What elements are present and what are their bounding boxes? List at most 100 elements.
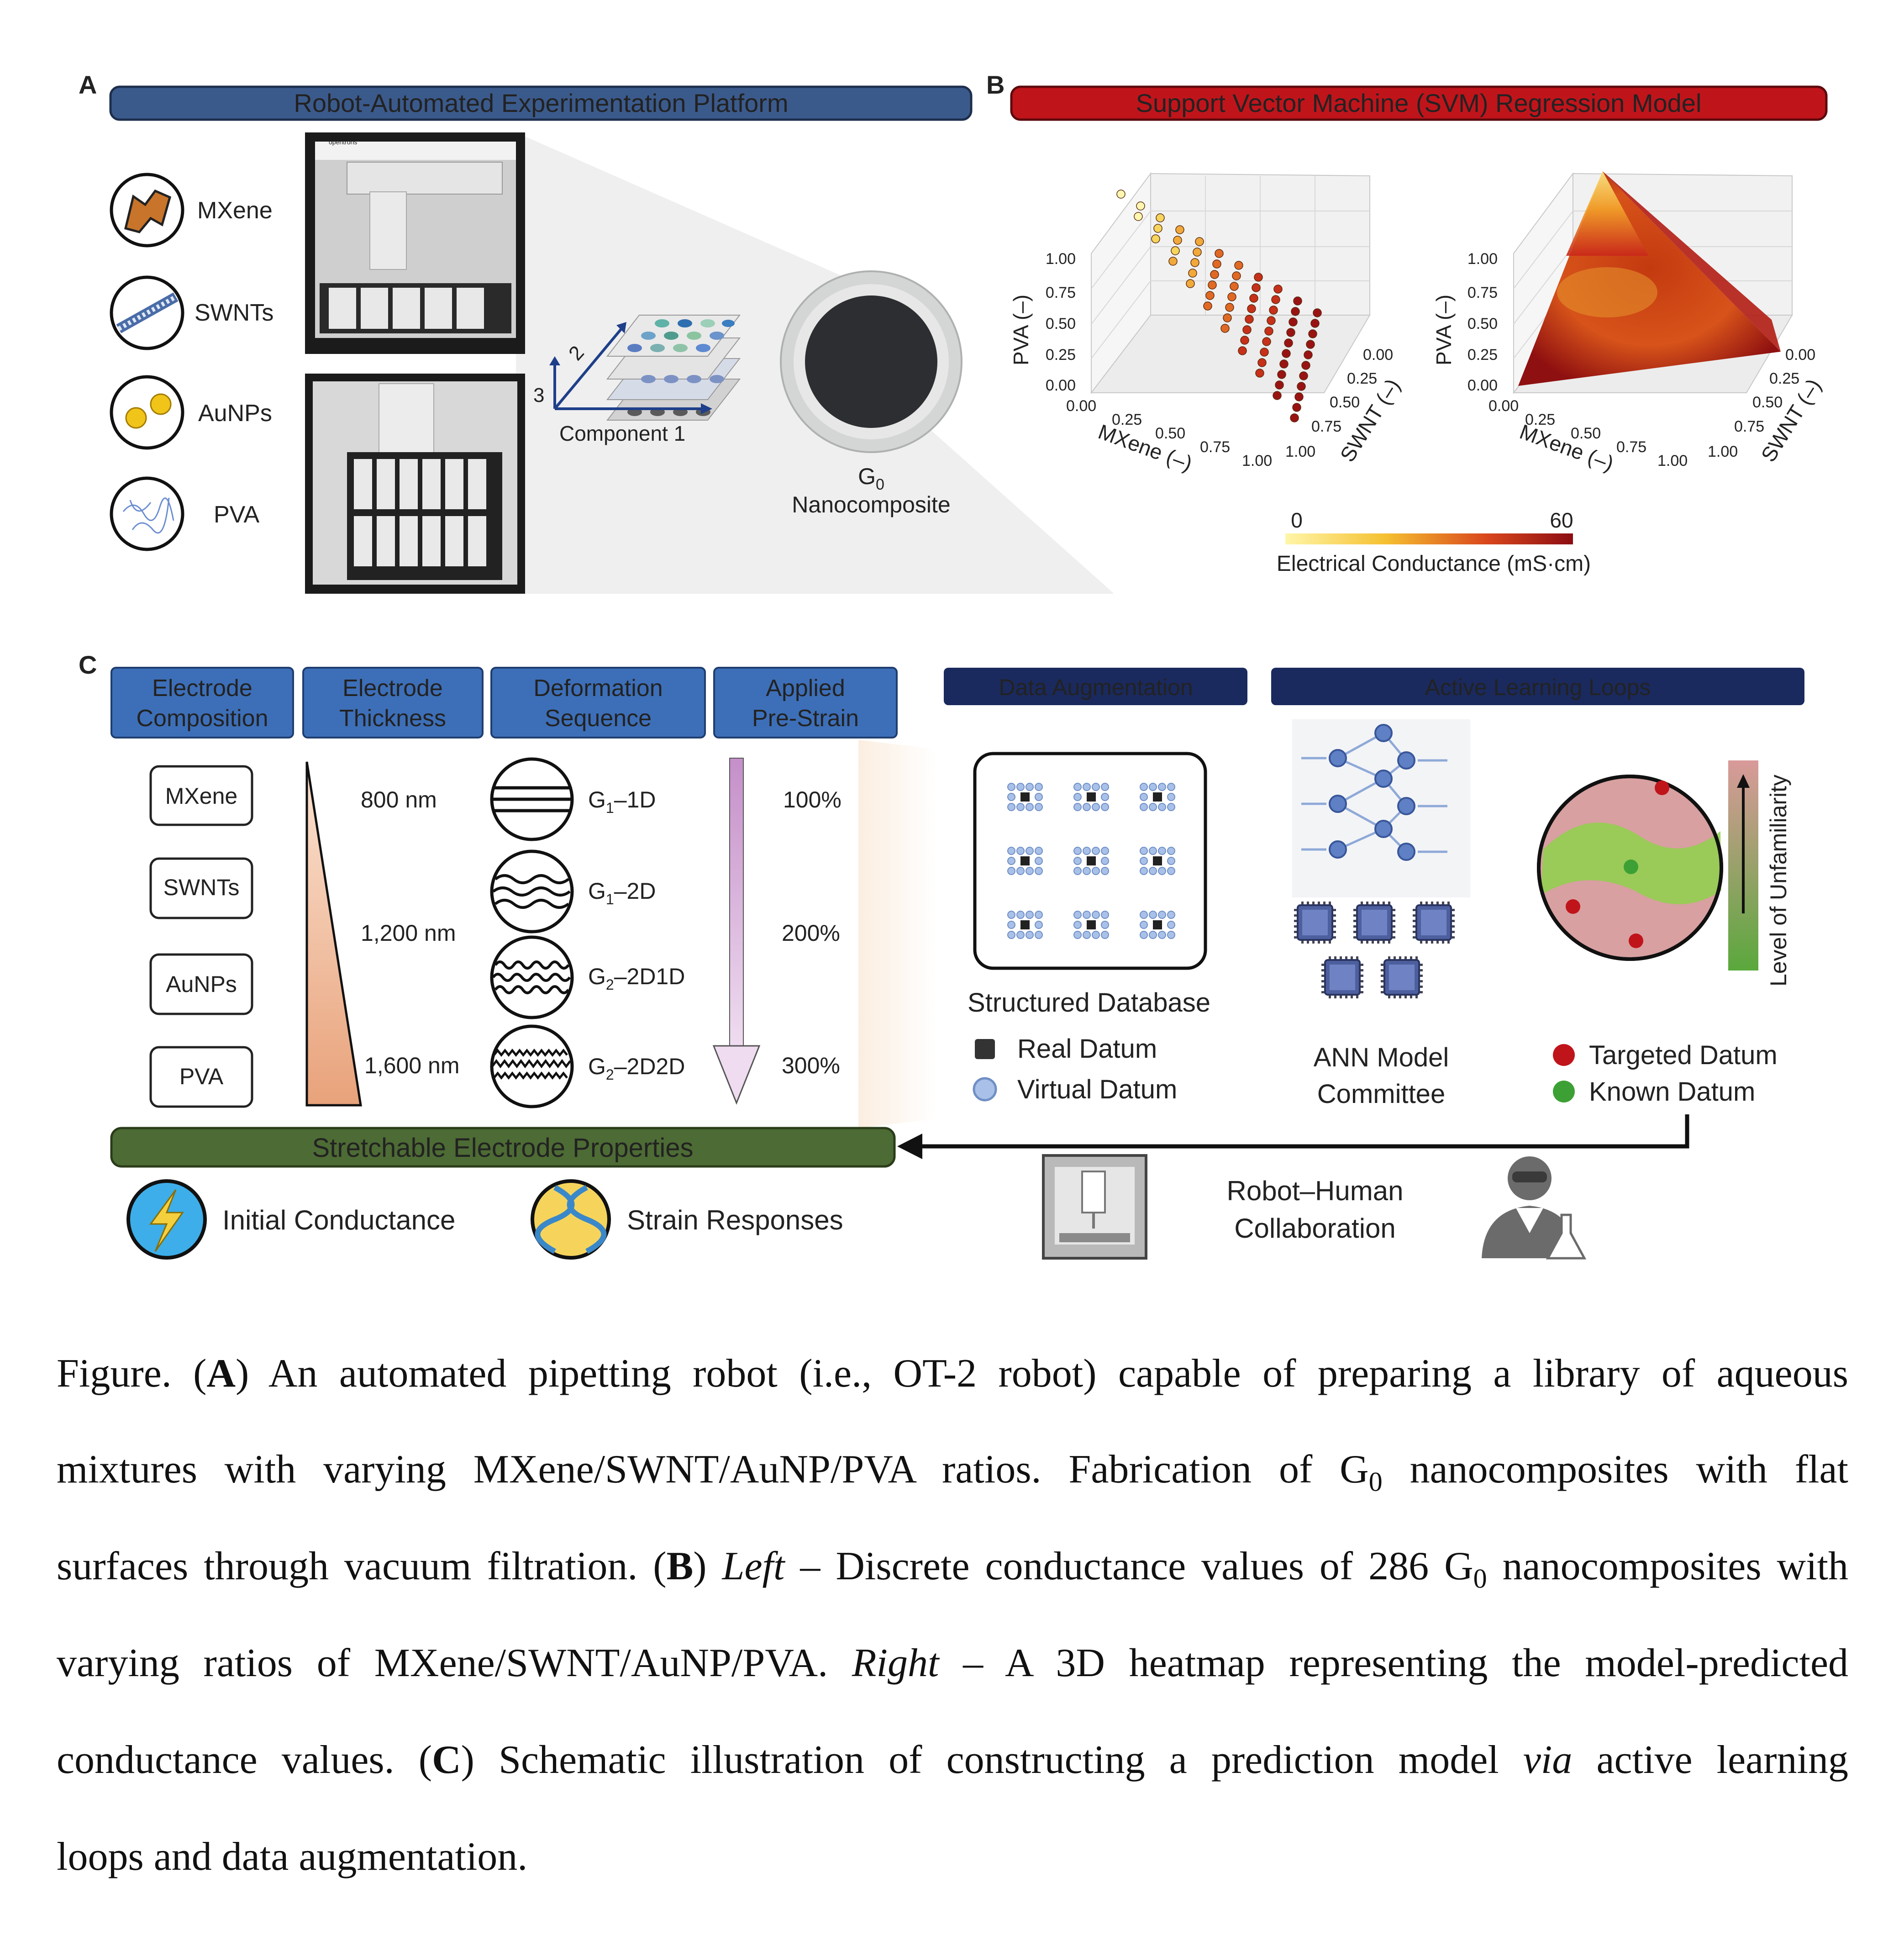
prestrain-300: 300% xyxy=(782,1053,840,1078)
targeted-datum-point xyxy=(1629,934,1643,948)
chip-icon xyxy=(1413,902,1455,944)
deformation-label-4: G2–2D2D xyxy=(588,1054,685,1083)
virtual-datum xyxy=(1016,931,1025,939)
scatter-point xyxy=(1290,413,1299,422)
legend-real-datum: Real Datum xyxy=(1017,1034,1157,1064)
virtual-datum xyxy=(1016,867,1025,875)
property-strain-responses: Strain Responses xyxy=(627,1205,843,1235)
scatter-point xyxy=(1279,359,1289,369)
component-axes-diagram: Component 1 2 3 xyxy=(533,315,741,445)
svg-text:Composition: Composition xyxy=(136,705,268,732)
virtual-datum xyxy=(1083,783,1091,791)
virtual-datum-icon xyxy=(973,1077,997,1102)
scatter-point xyxy=(1205,291,1215,300)
virtual-datum xyxy=(1007,857,1015,865)
axis-label-swnt: SWNT (–) xyxy=(1335,375,1404,466)
virtual-datum xyxy=(1083,867,1091,875)
axis-label-pva-r: PVA (–) xyxy=(1432,295,1456,365)
panel-b-title-bar: Support Vector Machine (SVM) Regression … xyxy=(1010,85,1828,121)
scientist-icon xyxy=(1482,1156,1587,1260)
aunps-icon xyxy=(110,375,184,450)
virtual-datum xyxy=(1016,847,1025,855)
sample-label-g0: G0 xyxy=(858,464,884,493)
virtual-datum xyxy=(1140,847,1148,855)
panel-a-letter: A xyxy=(79,70,97,99)
material-label-aunps: AuNPs xyxy=(198,400,272,427)
virtual-datum xyxy=(1167,921,1175,929)
chip-icon xyxy=(1381,956,1423,998)
virtual-datum xyxy=(1167,911,1175,919)
x-tick-0.00: 0.00 xyxy=(1066,397,1096,415)
y-tick-1.00-r: 1.00 xyxy=(1708,443,1738,460)
scatter-point xyxy=(1203,301,1212,311)
virtual-datum xyxy=(1026,867,1034,875)
z-tick-1.00-r: 1.00 xyxy=(1467,250,1498,268)
virtual-datum xyxy=(1158,847,1166,855)
virtual-datum xyxy=(1167,783,1175,791)
y-tick-0.25-r: 0.25 xyxy=(1769,370,1799,387)
virtual-datum xyxy=(1083,911,1091,919)
z-tick-0.25: 0.25 xyxy=(1046,346,1076,364)
panel-c-funnel xyxy=(858,740,936,1128)
scatter-point xyxy=(1308,329,1317,338)
virtual-datum xyxy=(1167,931,1175,939)
virtual-datum xyxy=(1101,857,1109,865)
virtual-datum xyxy=(1026,931,1034,939)
virtual-datum xyxy=(1140,793,1148,801)
scatter-point xyxy=(1291,307,1300,316)
svg-text:Pre-Strain: Pre-Strain xyxy=(752,705,859,732)
caption-line-5: conductance values. (C) Schematic illust… xyxy=(57,1738,1848,1782)
scatter-point xyxy=(1156,213,1165,222)
ann-label-line1: ANN Model xyxy=(1314,1043,1449,1072)
deformation-icon-1 xyxy=(490,757,574,841)
virtual-datum xyxy=(1073,793,1082,801)
virtual-datum xyxy=(1035,931,1043,939)
robot-brand-label: opentrons xyxy=(329,138,357,146)
virtual-datum xyxy=(1007,783,1015,791)
known-datum-point xyxy=(1624,860,1638,874)
scatter-point xyxy=(1249,294,1258,303)
scatter-point xyxy=(1282,349,1291,358)
virtual-datum xyxy=(1158,783,1166,791)
property-initial-conductance: Initial Conductance xyxy=(222,1205,455,1235)
virtual-datum xyxy=(1083,931,1091,939)
scatter-point xyxy=(1289,317,1298,327)
virtual-datum xyxy=(1092,867,1100,875)
scatter-point xyxy=(1301,361,1310,370)
virtual-datum xyxy=(1140,931,1148,939)
known-datum-icon xyxy=(1553,1081,1575,1102)
virtual-datum xyxy=(1101,793,1109,801)
virtual-datum xyxy=(1092,911,1100,919)
x-tick-0.25-r: 0.25 xyxy=(1525,411,1555,428)
virtual-datum xyxy=(1026,803,1034,811)
targeted-datum-point xyxy=(1566,899,1580,914)
virtual-datum xyxy=(1007,911,1015,919)
y-tick-0.75-r: 0.75 xyxy=(1734,418,1764,435)
thickness-800: 800 nm xyxy=(361,787,437,812)
scatter-point xyxy=(1234,261,1243,270)
virtual-datum xyxy=(1026,783,1034,791)
unfamiliarity-map xyxy=(1537,775,1723,961)
chip-icon xyxy=(1353,902,1395,944)
prestrain-arrow xyxy=(712,758,761,1105)
neural-network-icon xyxy=(1292,719,1470,897)
database-label: Structured Database xyxy=(968,988,1210,1018)
scatter-point xyxy=(1252,283,1261,292)
thickness-1200: 1,200 nm xyxy=(361,920,456,946)
real-datum xyxy=(1087,792,1096,802)
virtual-datum xyxy=(1035,803,1043,811)
svg-text:Data Augmentation: Data Augmentation xyxy=(999,675,1193,700)
scatter-point xyxy=(1245,315,1254,324)
axis-label-pva: PVA (–) xyxy=(1009,295,1033,365)
plot-b-left: 1.00 0.75 0.50 0.25 0.00 0.00 0.25 0.50 … xyxy=(1009,172,1404,475)
virtual-datum xyxy=(1140,803,1148,811)
virtual-datum xyxy=(1167,793,1175,801)
virtual-datum xyxy=(1007,793,1015,801)
virtual-datum xyxy=(1035,867,1043,875)
chip-icons xyxy=(1294,902,1455,998)
virtual-datum xyxy=(1167,867,1175,875)
scatter-point xyxy=(1294,392,1304,401)
virtual-datum xyxy=(1026,847,1034,855)
scatter-point xyxy=(1264,327,1273,336)
header-active-learning: Active Learning Loops xyxy=(1271,668,1804,705)
